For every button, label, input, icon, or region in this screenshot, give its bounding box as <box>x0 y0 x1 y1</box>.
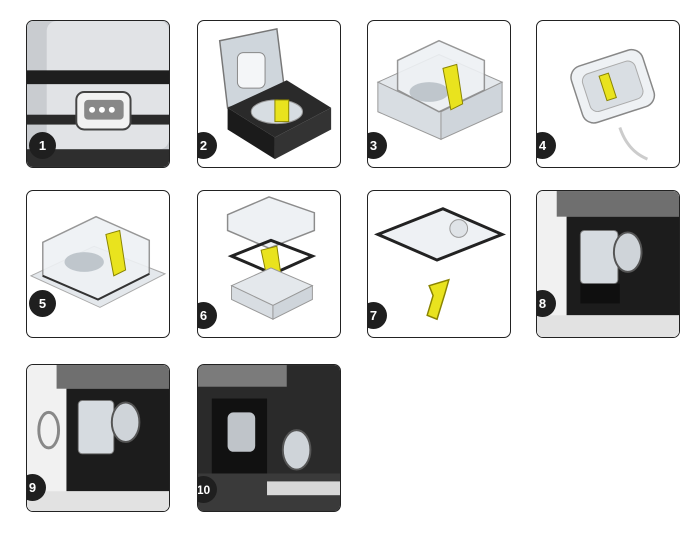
step-badge-10: 10 <box>198 476 217 503</box>
step-panel-4: 4 <box>536 20 680 168</box>
clip-ring-icon <box>27 365 169 511</box>
step-panel-2: 2 <box>197 20 341 168</box>
seal-and-clip-icon <box>373 207 506 321</box>
step-panel-7: 7 <box>367 190 511 338</box>
step-badge-3: 3 <box>368 132 387 159</box>
tub-tilted-icon <box>570 48 656 161</box>
step-panel-1: 1 <box>26 20 170 168</box>
device-latch-icon <box>27 21 169 167</box>
tub-lid-open-icon <box>218 28 332 160</box>
step-panel-6: 6 <box>197 190 341 338</box>
water-tub-icon <box>376 39 504 141</box>
step-badge-8: 8 <box>537 290 556 317</box>
step-panel-10: 10 <box>197 364 341 512</box>
tub-exploded-icon <box>226 196 317 321</box>
step-badge-2: 2 <box>198 132 217 159</box>
step-badge-6: 6 <box>198 302 217 329</box>
step-panel-5: 5 <box>26 190 170 338</box>
step-panel-9: 9 <box>26 364 170 512</box>
step-badge-9: 9 <box>27 474 46 501</box>
step-badge-7: 7 <box>368 302 387 329</box>
step-badge-1: 1 <box>29 132 56 159</box>
step-badge-5: 5 <box>29 290 56 317</box>
water-tub-side-icon <box>29 215 167 308</box>
step-badge-4: 4 <box>537 132 556 159</box>
device-open-port-icon <box>198 365 340 511</box>
step-panel-3: 3 <box>367 20 511 168</box>
device-port-icon <box>537 191 679 337</box>
step-panel-8: 8 <box>536 190 680 338</box>
